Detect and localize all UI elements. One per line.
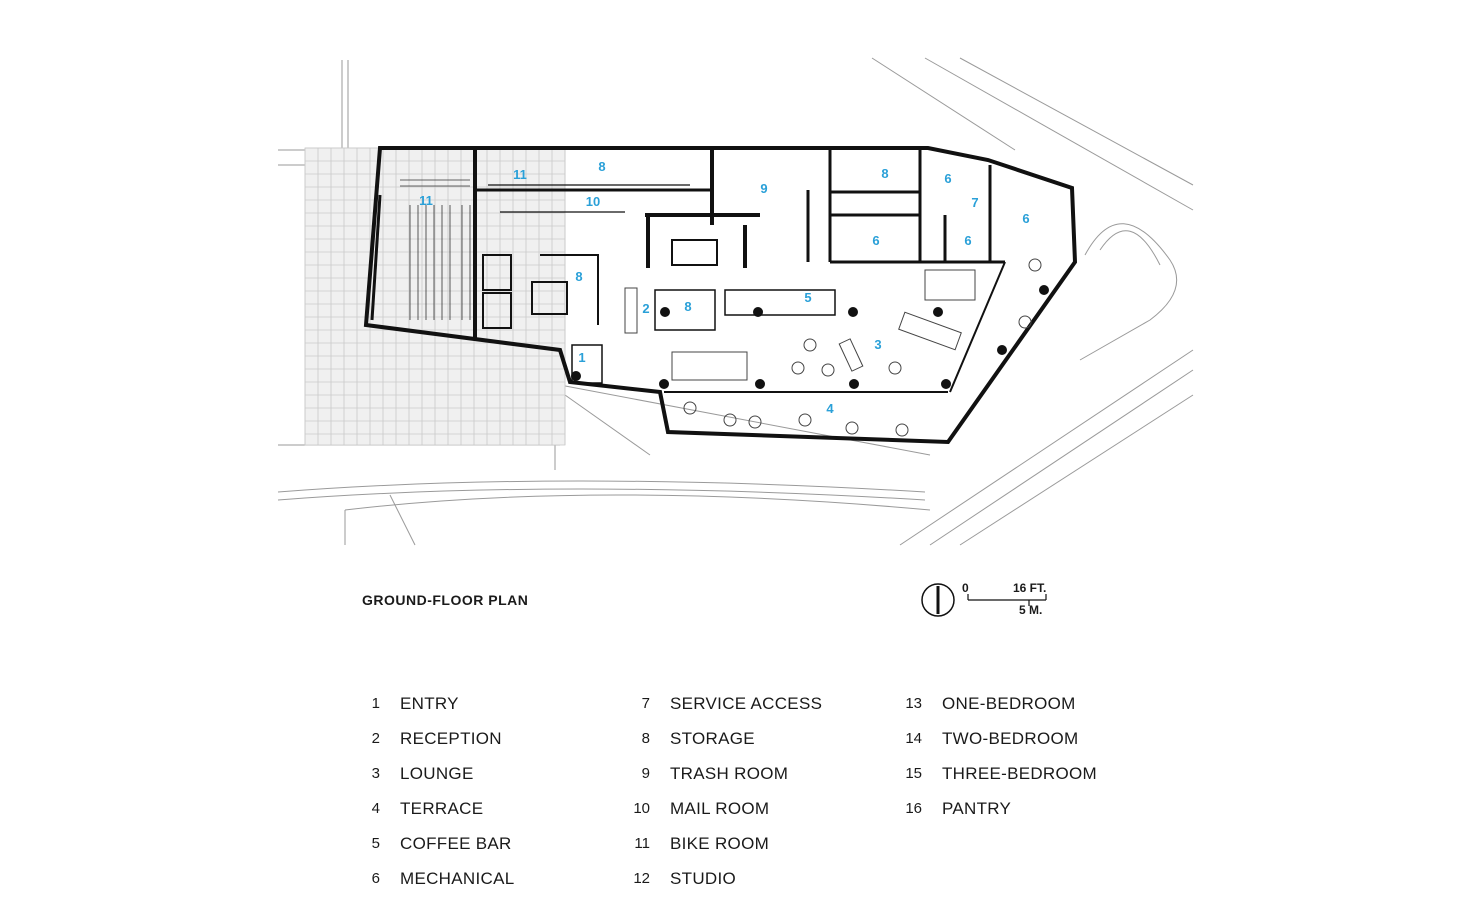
room-label: 4 <box>826 401 834 416</box>
room-numbers: 1 2 3 4 5 6 6 6 6 7 8 8 8 8 9 10 11 11 <box>419 159 1029 416</box>
room-label: 11 <box>513 167 527 182</box>
room-label: 7 <box>971 195 978 210</box>
room-label: 1 <box>578 350 585 365</box>
scale-feet: 16 FT. <box>1013 581 1047 595</box>
room-label: 8 <box>598 159 605 174</box>
room-label: 5 <box>804 290 811 305</box>
building-walls <box>363 146 1078 445</box>
room-label: 6 <box>872 233 879 248</box>
furniture <box>624 258 1042 437</box>
plan-caption: GROUND-FLOOR PLAN <box>362 592 529 608</box>
north-arrow-icon <box>921 583 955 617</box>
scale-bar <box>967 594 1047 606</box>
site-context <box>277 57 1194 546</box>
bike-racks <box>400 179 471 320</box>
room-label: 6 <box>964 233 971 248</box>
room-label: 11 <box>419 193 433 208</box>
scale-zero: 0 <box>962 581 969 595</box>
room-label: 6 <box>1022 211 1029 226</box>
scale-meters: 5 M. <box>1019 603 1043 617</box>
paved-plaza <box>304 147 566 446</box>
room-label: 9 <box>760 181 767 196</box>
room-label: 10 <box>586 194 600 209</box>
room-label: 8 <box>684 299 691 314</box>
room-label: 3 <box>874 337 881 352</box>
room-label: 2 <box>642 301 649 316</box>
structural-columns <box>571 285 1049 389</box>
room-label: 6 <box>944 171 951 186</box>
room-label: 8 <box>881 166 888 181</box>
room-label: 8 <box>575 269 582 284</box>
